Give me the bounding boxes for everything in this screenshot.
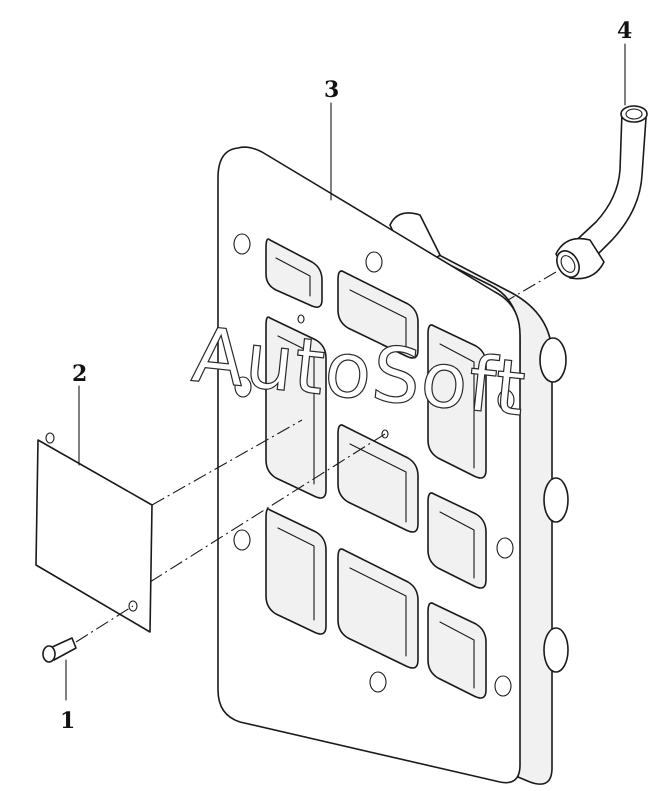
bent-pipe xyxy=(555,105,648,280)
cover-plate xyxy=(217,146,569,785)
callout-3: 3 xyxy=(324,77,339,103)
callout-2: 2 xyxy=(72,361,87,387)
callout-4: 4 xyxy=(617,18,632,44)
pocket-grid xyxy=(265,238,487,699)
gasket-sheet xyxy=(35,432,153,633)
callout-1: 1 xyxy=(60,708,75,734)
rivet-pin xyxy=(42,637,77,663)
